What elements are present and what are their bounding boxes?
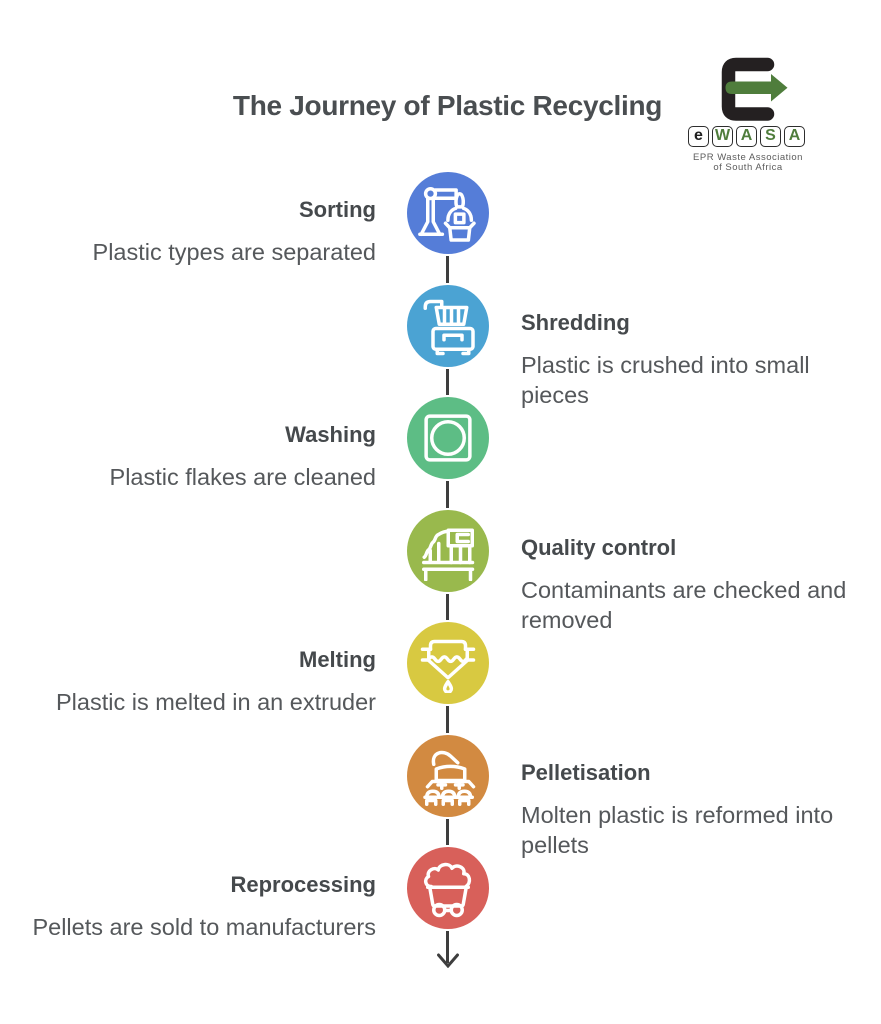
- step-marker-shredding: [406, 284, 489, 367]
- melting-funnel-icon: [420, 639, 475, 693]
- timeline-connector: [446, 481, 449, 508]
- shredder-icon: [423, 299, 475, 355]
- ewasa-letter-box-a: A: [784, 125, 805, 147]
- step-marker-pelletisation: [406, 734, 489, 817]
- timeline-connector: [446, 593, 449, 620]
- step-title: Quality control: [521, 534, 677, 560]
- step-marker-melting: [406, 622, 489, 704]
- step-description: Plastic types are separated: [92, 239, 376, 265]
- ewasa-org-line2: of South Africa: [713, 161, 783, 173]
- ewasa-letter-box-e: e: [688, 125, 709, 147]
- ewasa-letter-box-w: W: [712, 125, 733, 147]
- step-marker-washing: [406, 397, 489, 479]
- step-title: Pelletisation: [521, 759, 651, 785]
- step-marker-reprocessing: [406, 847, 489, 929]
- ewasa-org-line1: EPR Waste Association: [693, 151, 803, 163]
- timeline-connector: [446, 706, 449, 733]
- step-description: Plastic flakes are cleaned: [109, 464, 376, 490]
- step-title: Sorting: [299, 197, 376, 222]
- step-marker-quality-control: [406, 509, 489, 592]
- inspection-machine-icon: [421, 528, 474, 581]
- step-description: Plastic is crushed into small pieces: [521, 351, 810, 408]
- manual-sorting-icon: [417, 186, 476, 242]
- timeline-connector: [446, 818, 449, 845]
- step-marker-sorting: [406, 172, 489, 254]
- step-description: Contaminants are checked and removed: [521, 576, 847, 633]
- ewasa-org-name: EPR Waste Association of South Africa: [668, 151, 828, 173]
- step-title: Melting: [299, 647, 376, 672]
- washing-machine-icon: [423, 414, 472, 462]
- pelletiser-icon: [422, 750, 475, 806]
- timeline-connector: [446, 368, 449, 395]
- step-description: Molten plastic is reformed into pellets: [521, 801, 834, 858]
- mine-cart-icon: [423, 862, 471, 918]
- step-title: Shredding: [521, 309, 630, 335]
- step-title: Reprocessing: [230, 872, 377, 897]
- timeline-tail: [446, 931, 449, 963]
- timeline-connector: [446, 256, 449, 283]
- arrow-down-icon: [436, 953, 459, 973]
- step-description: Pellets are sold to manufacturers: [32, 914, 376, 940]
- ewasa-logo-mark: [721, 57, 788, 121]
- step-description: Plastic is melted in an extruder: [55, 689, 376, 715]
- page-title: The Journey of Plastic Recycling: [232, 90, 663, 121]
- ewasa-letter-box-s: S: [760, 125, 781, 147]
- ewasa-letter-box-a: A: [736, 125, 757, 147]
- step-title: Washing: [285, 422, 376, 447]
